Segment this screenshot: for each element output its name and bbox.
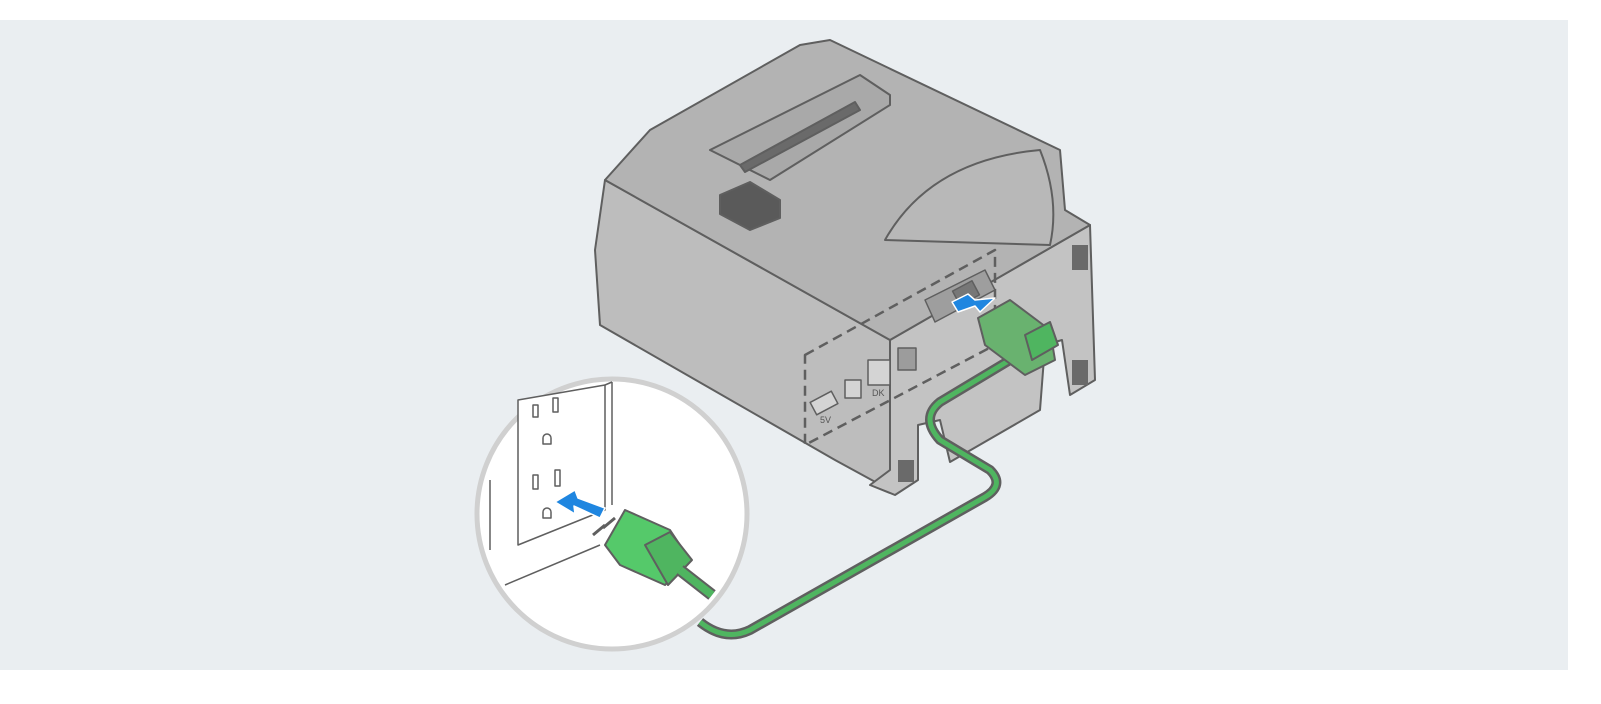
usb-a-port (809, 390, 839, 416)
paper-slot (739, 101, 861, 173)
outlet-slot (554, 469, 561, 487)
outlet-slot (552, 397, 559, 413)
printer-power-plug (977, 299, 1059, 376)
printer (594, 39, 1096, 496)
outlet-slot (532, 404, 539, 418)
rear-cover-curve (884, 149, 1055, 246)
usb-port-label: 5V (820, 415, 831, 425)
outlet-ground (542, 433, 552, 445)
foot-rear-left (1072, 245, 1088, 270)
wall-outlet-inset (474, 376, 750, 652)
paper-outlet (709, 74, 891, 181)
power-cable-fill (698, 357, 1012, 637)
outlet-ground (542, 507, 552, 519)
arrow-to-outlet-icon (554, 489, 606, 519)
ethernet-cover (897, 347, 917, 371)
cover-lever (719, 181, 781, 231)
outlet-slot (532, 474, 539, 490)
usb-b-port (844, 379, 862, 399)
drawer-kick-port-label: DK (872, 388, 885, 398)
arrow-to-printer-icon (951, 293, 996, 313)
foot-front (898, 460, 914, 482)
drawer-kick-port (867, 359, 891, 386)
foot-rear-right (1072, 360, 1088, 385)
wall-plug (592, 509, 716, 600)
